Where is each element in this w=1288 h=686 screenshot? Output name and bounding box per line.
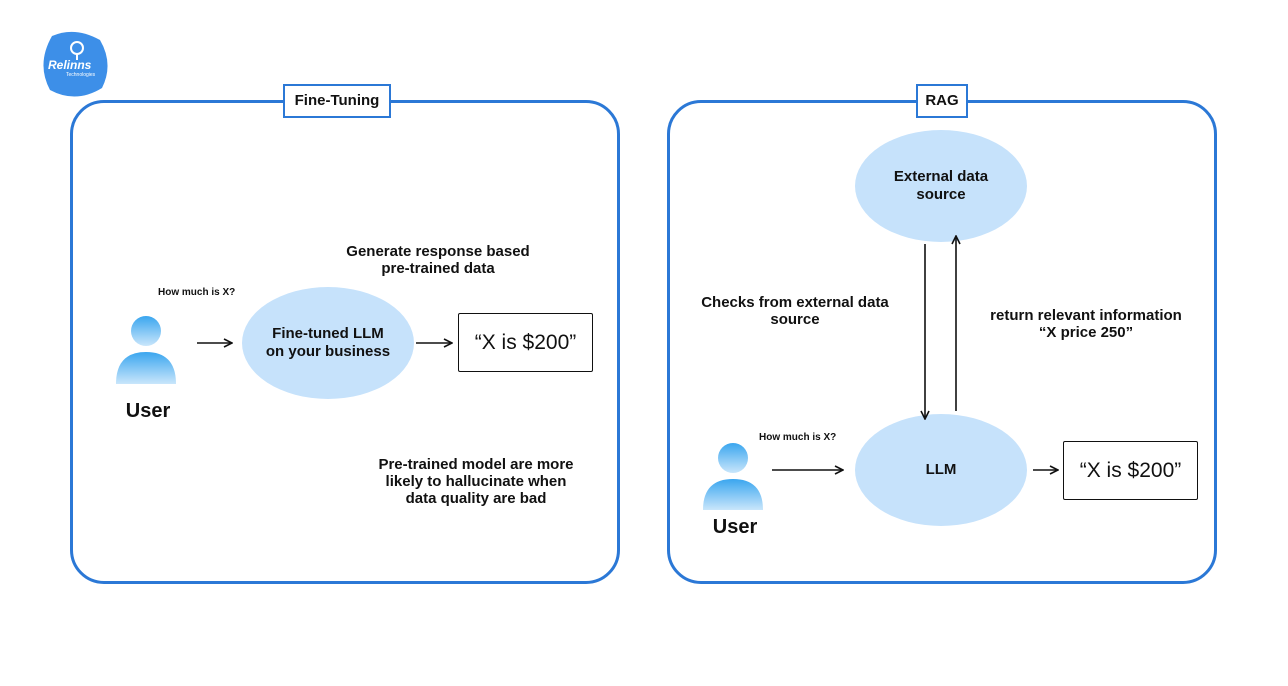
rag-user-label: User <box>712 516 758 538</box>
rag-answer-box: “X is $200” <box>1063 441 1198 500</box>
logo-text: Relinns <box>48 58 92 72</box>
user-icon <box>116 316 176 384</box>
fine-tuning-note-top: Generate response based pre-trained data <box>346 243 530 277</box>
rag-return-label: return relevant information “X price 250… <box>990 307 1182 341</box>
fine-tuning-answer-box: “X is $200” <box>458 313 593 372</box>
fine-tuning-question: How much is X? <box>158 287 236 298</box>
fine-tuned-llm-label: Fine-tuned LLM on your business <box>265 325 391 360</box>
fine-tuning-user-label: User <box>125 400 171 422</box>
rag-llm-node: LLM <box>855 414 1027 526</box>
user-icon <box>703 443 763 510</box>
rag-question: How much is X? <box>759 432 837 443</box>
fine-tuned-llm-node: Fine-tuned LLM on your business <box>242 287 414 399</box>
fine-tuning-user <box>114 314 178 386</box>
external-data-source-label: External data source <box>893 168 989 203</box>
rag-title: RAG <box>916 84 968 118</box>
rag-checks-label: Checks from external data source <box>701 294 889 328</box>
rag-user <box>701 442 765 512</box>
fine-tuning-note-bottom: Pre-trained model are more likely to hal… <box>378 456 574 507</box>
logo: Relinns Technologies <box>40 30 110 98</box>
rag-answer: “X is $200” <box>1079 458 1182 482</box>
fine-tuning-answer: “X is $200” <box>474 330 577 354</box>
rag-llm-label: LLM <box>925 461 957 478</box>
external-data-source-node: External data source <box>855 130 1027 242</box>
logo-badge-icon <box>43 31 108 97</box>
logo-subtext: Technologies <box>66 72 96 78</box>
fine-tuning-title: Fine-Tuning <box>283 84 391 118</box>
